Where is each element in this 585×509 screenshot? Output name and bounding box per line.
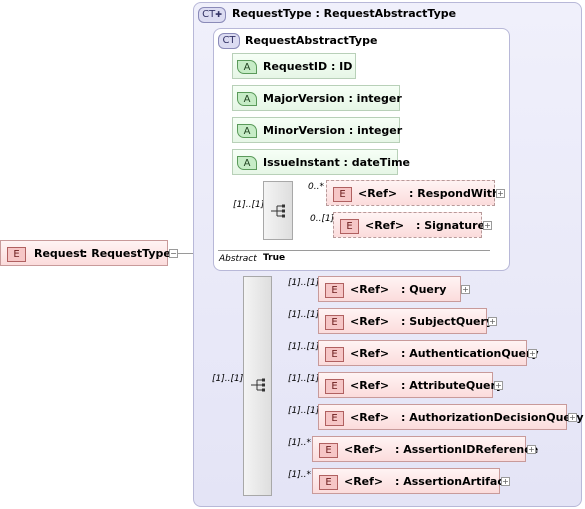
complex-type-badge: CT✚	[198, 7, 226, 23]
inner-sequence-cardinality: [1]..[1]	[233, 200, 265, 210]
element-name-label: : AuthenticationQuery	[401, 347, 539, 360]
element-cardinality: [1]..*	[288, 470, 311, 480]
abstract-value: True	[263, 253, 286, 263]
element-ref-label: <Ref>	[350, 411, 390, 424]
complex-type-extension-icon: ✚	[215, 10, 222, 19]
element-ref-label: <Ref>	[350, 315, 390, 328]
sequence-icon	[271, 204, 285, 218]
attribute-badge: A	[237, 156, 257, 170]
element-authorizationdecisionquery[interactable]: E <Ref> : AuthorizationDecisionQuery	[318, 404, 583, 430]
attribute-label: MajorVersion : integer	[263, 92, 402, 105]
element-assertionartifact[interactable]: E <Ref> : AssertionArtifact	[312, 468, 509, 494]
attribute-badge: A	[237, 60, 257, 74]
element-cardinality: 0..[1]	[310, 214, 335, 224]
element-assertionidreference[interactable]: E <Ref> : AssertionIDReference	[312, 436, 538, 462]
complex-type-title: RequestType : RequestAbstractType	[232, 7, 456, 20]
abstract-separator	[218, 250, 490, 251]
element-badge: E	[325, 347, 344, 362]
attribute-badge: A	[237, 124, 257, 138]
element-name-label: : RespondWith	[409, 187, 500, 200]
element-signature[interactable]: E <Ref> : Signature	[333, 212, 486, 238]
complex-type-base: : RequestAbstractType	[315, 7, 457, 20]
expand-button[interactable]: +	[488, 317, 497, 326]
attribute-label: MinorVersion : integer	[263, 124, 403, 137]
expand-button[interactable]: +	[528, 349, 537, 358]
attribute-majorversion[interactable]: A MajorVersion : integer	[232, 85, 402, 111]
outer-sequence-cardinality: [1]..[1]	[212, 374, 244, 384]
element-cardinality: [1]..[1]	[288, 374, 320, 384]
attribute-label: IssueInstant : dateTime	[263, 156, 410, 169]
element-cardinality: [1]..[1]	[288, 406, 320, 416]
complex-type-name: RequestType	[232, 7, 312, 20]
inner-type-badge: CT	[218, 33, 240, 49]
element-badge: E	[319, 443, 338, 458]
collapse-button[interactable]: −	[169, 249, 178, 258]
element-name-label: : AssertionIDReference	[395, 443, 539, 456]
attribute-badge: A	[237, 92, 257, 106]
expand-button[interactable]: +	[527, 445, 536, 454]
sequence-icon	[251, 378, 265, 392]
expand-button[interactable]: +	[483, 221, 492, 230]
expand-button[interactable]: +	[494, 381, 503, 390]
connector-root-to-tree	[178, 253, 203, 254]
element-badge: E	[325, 411, 344, 426]
expand-button[interactable]: +	[568, 413, 577, 422]
element-badge: E	[325, 379, 344, 394]
outer-sequence-compositor[interactable]	[243, 276, 272, 496]
expand-button[interactable]: +	[461, 285, 470, 294]
element-name-label: : Signature	[416, 219, 486, 232]
attribute-requestid[interactable]: A RequestID : ID	[232, 53, 356, 79]
element-cardinality: [1]..[1]	[288, 310, 320, 320]
element-badge: E	[319, 475, 338, 490]
root-element-request[interactable]: E Request : RequestType	[0, 240, 171, 266]
abstract-label: Abstract	[219, 254, 257, 264]
element-ref-label: <Ref>	[350, 347, 390, 360]
element-badge: E	[325, 283, 344, 298]
element-badge: E	[340, 219, 359, 234]
element-authenticationquery[interactable]: E <Ref> : AuthenticationQuery	[318, 340, 539, 366]
element-name-label: : AttributeQuery	[401, 379, 504, 392]
attribute-issueinstant[interactable]: A IssueInstant : dateTime	[232, 149, 410, 175]
element-cardinality: [1]..[1]	[288, 278, 320, 288]
element-badge: E	[325, 315, 344, 330]
root-element-type: : RequestType	[83, 247, 171, 260]
attribute-minorversion[interactable]: A MinorVersion : integer	[232, 117, 403, 143]
element-ref-label: <Ref>	[350, 379, 390, 392]
element-query[interactable]: E <Ref> : Query	[318, 276, 461, 302]
element-badge: E	[333, 187, 352, 202]
inner-type-title: RequestAbstractType	[245, 34, 378, 47]
element-ref-label: <Ref>	[358, 187, 398, 200]
element-ref-label: <Ref>	[350, 283, 390, 296]
element-name-label: : AssertionArtifact	[395, 475, 510, 488]
expand-button[interactable]: +	[496, 189, 505, 198]
element-attributequery[interactable]: E <Ref> : AttributeQuery	[318, 372, 503, 398]
element-cardinality: [1]..[1]	[288, 342, 320, 352]
element-cardinality: 0..*	[308, 182, 324, 192]
element-name-label: : Query	[401, 283, 447, 296]
element-ref-label: <Ref>	[344, 475, 384, 488]
element-cardinality: [1]..*	[288, 438, 311, 448]
attribute-label: RequestID : ID	[263, 60, 353, 73]
element-name-label: : AuthorizationDecisionQuery	[401, 411, 584, 424]
element-subjectquery[interactable]: E <Ref> : SubjectQuery	[318, 308, 493, 334]
element-ref-label: <Ref>	[365, 219, 405, 232]
inner-sequence-compositor[interactable]	[263, 181, 293, 240]
element-respondwith[interactable]: E <Ref> : RespondWith	[326, 180, 500, 206]
complex-type-badge-text: CT	[202, 9, 216, 20]
element-badge: E	[7, 247, 26, 262]
element-ref-label: <Ref>	[344, 443, 384, 456]
root-element-label: Request	[34, 247, 85, 260]
expand-button[interactable]: +	[501, 477, 510, 486]
element-name-label: : SubjectQuery	[401, 315, 494, 328]
